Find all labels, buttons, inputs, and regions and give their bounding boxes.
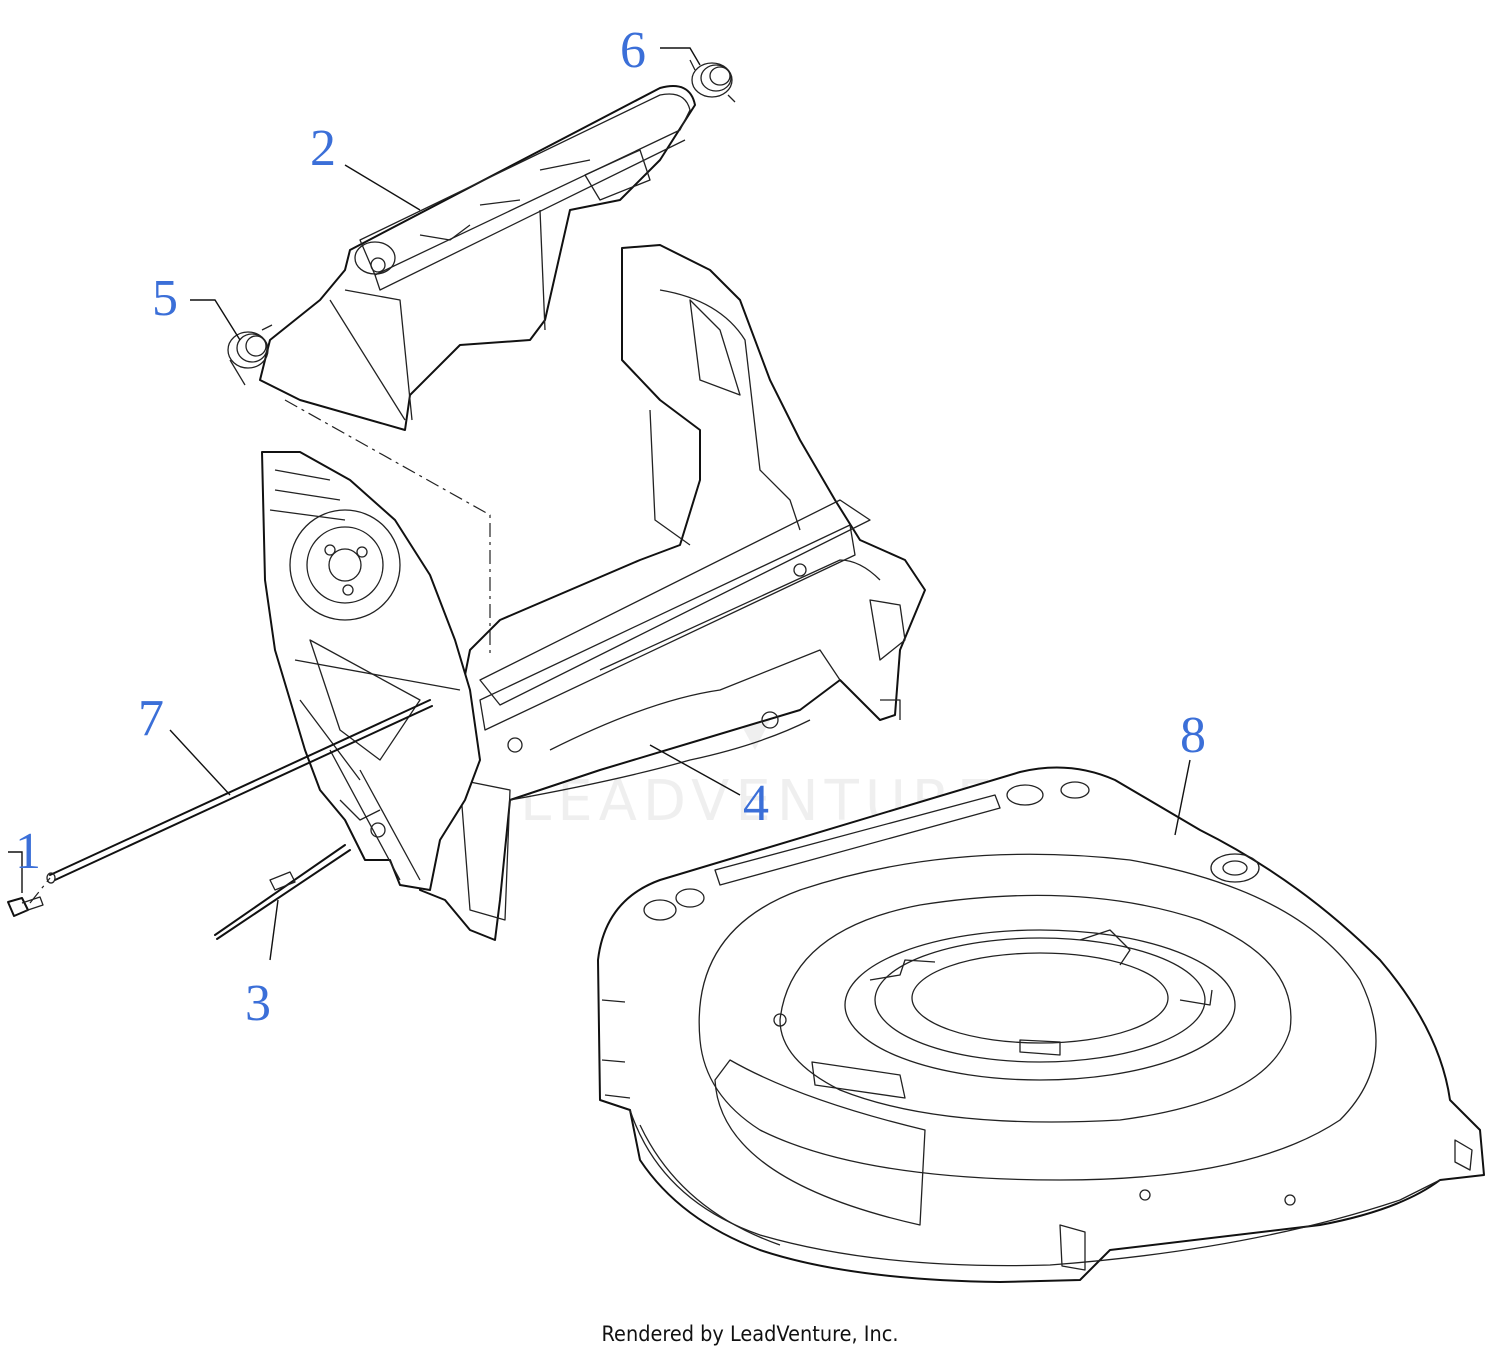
- callout-1[interactable]: 1: [15, 823, 41, 880]
- hex-bolt[interactable]: [7, 896, 44, 917]
- left-hinge-bracket[interactable]: [261, 451, 481, 891]
- assembly-line: [284, 399, 491, 655]
- callout-6[interactable]: 6: [620, 22, 646, 79]
- hinge-rod[interactable]: [46, 699, 433, 884]
- rear-baffle[interactable]: [419, 244, 926, 941]
- callout-2[interactable]: 2: [310, 120, 336, 177]
- rear-door[interactable]: [259, 85, 696, 431]
- callout-4[interactable]: 4: [743, 775, 769, 832]
- left-torsion-spring[interactable]: [227, 324, 273, 386]
- callout-3[interactable]: 3: [245, 975, 271, 1032]
- callout-7[interactable]: 7: [138, 690, 164, 747]
- deflector-rod[interactable]: [214, 844, 351, 940]
- callouts: 1 2 3 4 5 6 7 8: [15, 22, 1206, 1032]
- right-torsion-spring[interactable]: [689, 59, 736, 103]
- leader-lines: [8, 47, 1191, 961]
- callout-5[interactable]: 5: [152, 270, 178, 327]
- callout-8[interactable]: 8: [1180, 707, 1206, 764]
- bolt-assembly-line: [29, 877, 51, 904]
- footer-credit: Rendered by LeadVenture, Inc.: [601, 1322, 899, 1346]
- mower-deck[interactable]: [597, 766, 1485, 1283]
